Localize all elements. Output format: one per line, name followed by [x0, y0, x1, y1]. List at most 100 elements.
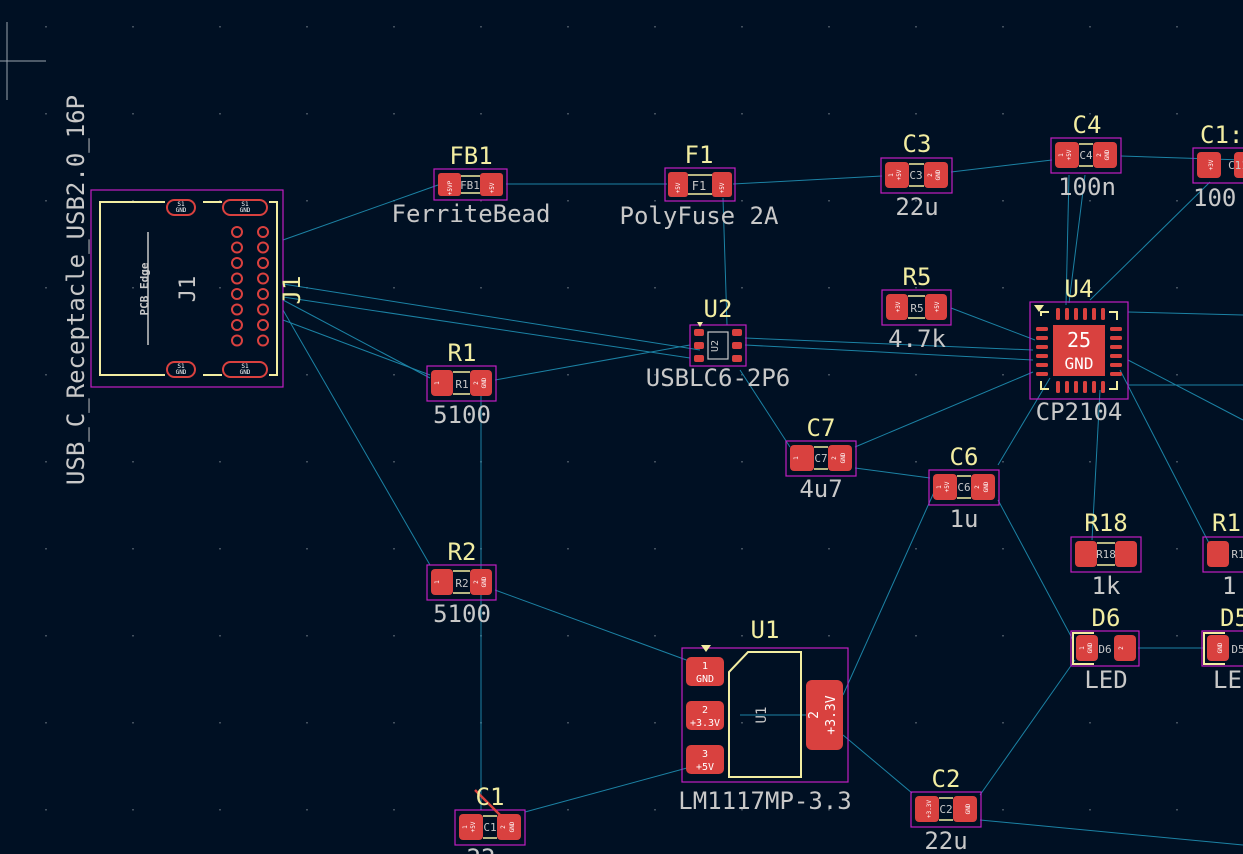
silk-ref: C4 [1073, 111, 1102, 139]
svg-text:2: 2 [831, 456, 838, 460]
grid-dot [915, 374, 917, 376]
grid-dot [132, 287, 134, 289]
svg-text:1: 1 [936, 485, 943, 489]
grid-dot [1089, 200, 1091, 202]
footprint-C4[interactable]: 1 +5V 2 GND C4 C4 100n [1050, 111, 1122, 201]
grid-dot [654, 26, 656, 28]
grid-dot [1176, 722, 1178, 724]
grid-dot [1089, 722, 1091, 724]
pad-2 [686, 701, 724, 730]
footprint-R1x[interactable]: R1 R1 1 [1202, 509, 1243, 600]
silk-ref: D5 [1220, 604, 1243, 632]
footprint-D5[interactable]: GND D5 D5 LE [1201, 604, 1243, 694]
silk-ref: R18 [1084, 509, 1127, 537]
grid-dot [654, 722, 656, 724]
grid-dot [219, 287, 221, 289]
svg-text:GND: GND [1065, 354, 1094, 373]
footprint-R2[interactable]: 1 2 GND R2 R2 5100 [426, 538, 497, 628]
pin-hole [231, 257, 243, 269]
grid-dot [132, 200, 134, 202]
grid-dot [828, 635, 830, 637]
grid-dot [219, 635, 221, 637]
silk-ref: C6 [950, 443, 979, 471]
grid-dot [1176, 287, 1178, 289]
svg-text:+5V: +5V [696, 762, 714, 773]
grid-dot [393, 26, 395, 28]
pad-2 [480, 173, 503, 196]
grid-dot [1002, 548, 1004, 550]
grid-dot [915, 200, 917, 202]
value-label: 1u [950, 505, 979, 533]
grid-dot [828, 26, 830, 28]
pad-1 [686, 657, 724, 686]
pin-hole [231, 334, 243, 347]
grid-dot [1176, 374, 1178, 376]
footprint-C7[interactable]: 1 2 GND C7 C7 4u7 [785, 414, 857, 503]
grid-dot [1176, 113, 1178, 115]
qfn-pin [1083, 381, 1087, 393]
silk-ref: U2 [704, 295, 733, 323]
svg-text:F1: F1 [692, 179, 706, 193]
svg-text:S1: S1 [241, 363, 249, 370]
grid-dot [915, 548, 917, 550]
svg-text:+5V: +5V [944, 481, 951, 492]
footprint-D6[interactable]: 1 GND 2 D6 D6 LED [1070, 604, 1140, 694]
value-label: USBLC6-2P6 [646, 364, 791, 392]
footprint-C11[interactable]: +3V C11 C1: 100 [1192, 121, 1243, 212]
grid-dot [219, 809, 221, 811]
footprint-U4[interactable]: 25 GND U4 CP2104 [1029, 275, 1129, 426]
footprint-C1[interactable]: 1 +5V 2 GND C1 C1 22 [454, 783, 526, 854]
footprint-U2[interactable]: U2 U2 USBLC6-2P6 [646, 295, 791, 392]
silk-ref: C2 [932, 765, 961, 793]
grid-dot [219, 200, 221, 202]
grid-dot [741, 26, 743, 28]
value-label: 5100 [433, 401, 491, 429]
footprint-FB1[interactable]: +5VP +5V FB1 FB1 FerriteBead [392, 142, 551, 228]
qfn-pin [1036, 372, 1048, 376]
svg-text:S1: S1 [241, 201, 249, 208]
grid-dot [654, 461, 656, 463]
pcb-edge-label: PCB Edge [138, 262, 151, 315]
silk-ref: R1 [1212, 509, 1241, 537]
value-label: 100n [1058, 173, 1116, 201]
grid-dot [741, 809, 743, 811]
qfn-pin [1074, 308, 1078, 320]
grid-dot [567, 287, 569, 289]
value-label: 1 [1222, 572, 1236, 600]
signal-pins [231, 226, 269, 347]
grid-dot [219, 722, 221, 724]
grid-dot [393, 461, 395, 463]
grid-dot [132, 26, 134, 28]
footprint-U1[interactable]: 1 GND 2 +3.3V 3 +5V 2 +3.3V U1 U1 LM1117… [678, 616, 851, 815]
footprint-R1[interactable]: 1 2 GND R1 R1 5100 [426, 339, 497, 429]
footprint-J1[interactable]: PCB Edge J1 S1 GND S1 GND S1 GND S1 GND … [62, 95, 306, 485]
svg-text:C11: C11 [1228, 159, 1243, 172]
qfn-pin [1110, 336, 1122, 340]
footprint-R18[interactable]: R18 R18 1k [1070, 509, 1142, 600]
svg-text:+5V: +5V [896, 169, 903, 180]
qfn-pin [1065, 381, 1069, 393]
pad-3 [686, 745, 724, 774]
svg-text:U1: U1 [754, 707, 770, 724]
svg-text:1: 1 [1058, 153, 1065, 157]
grid-dot [654, 113, 656, 115]
qfn-pin [1056, 381, 1060, 393]
grid-dot [1176, 635, 1178, 637]
qfn-pin [1083, 308, 1087, 320]
svg-text:2: 2 [974, 485, 981, 489]
grid-dot [567, 113, 569, 115]
svg-text:GND: GND [240, 207, 251, 214]
footprint-F1[interactable]: +5V +5V F1 F1 PolyFuse 2A [620, 141, 779, 230]
footprint-C2[interactable]: +3.3V GND C2 C2 22u [910, 765, 982, 854]
fab-ref: J1 [176, 276, 201, 303]
footprint-C3[interactable]: 1 +5V 2 GND C3 C3 22u [880, 130, 953, 221]
grid-dot [1002, 809, 1004, 811]
pin-hole [257, 303, 269, 316]
footprint-C6[interactable]: 1 +5V 2 GND C6 C6 1u [928, 443, 1000, 533]
footprint-R5[interactable]: +3V +5V R5 R5 4.7k [881, 263, 952, 353]
grid-dot [1002, 461, 1004, 463]
svg-text:GND: GND [1104, 149, 1111, 160]
grid-dot [915, 461, 917, 463]
silk-ref: FB1 [449, 142, 492, 170]
